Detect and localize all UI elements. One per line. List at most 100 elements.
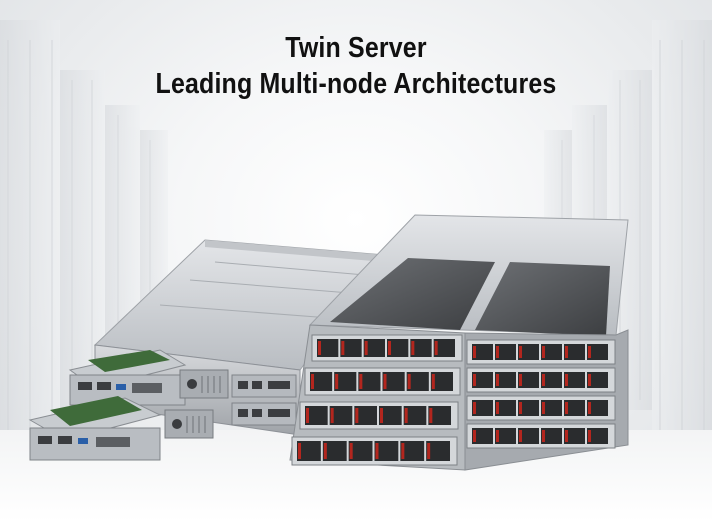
drive-bay <box>587 372 608 388</box>
drive-latch <box>496 402 499 414</box>
node-front <box>466 423 616 449</box>
drive-bay <box>495 400 516 416</box>
drive-bay <box>495 344 516 360</box>
drive-bay <box>518 344 539 360</box>
drive-bay <box>406 372 429 391</box>
drive-latch <box>542 374 545 386</box>
drive-bay <box>340 339 362 357</box>
drive-latch <box>375 443 379 459</box>
drive-latch <box>355 408 359 423</box>
server-racks-left <box>0 20 168 440</box>
drive-bay <box>495 372 516 388</box>
drive-bay <box>334 372 357 391</box>
drive-bay <box>305 406 328 425</box>
drive-latch <box>411 341 415 355</box>
drive-bay <box>587 344 608 360</box>
drive-bay <box>354 406 377 425</box>
drive-latch <box>298 443 301 459</box>
drive-bay <box>410 339 432 357</box>
drive-latch <box>519 402 522 414</box>
drive-bay <box>322 441 347 461</box>
drive-latch <box>496 346 499 358</box>
drive-bay <box>541 344 562 360</box>
drive-bay <box>382 372 405 391</box>
drive-bay <box>495 428 516 444</box>
drive-latch <box>542 430 545 442</box>
drive-bay <box>426 441 450 461</box>
drive-latch <box>407 374 411 389</box>
drive-latch <box>383 374 387 389</box>
drive-latch <box>330 408 334 423</box>
drive-bays <box>291 334 616 466</box>
drive-bay <box>329 406 353 425</box>
drive-bay <box>564 372 585 388</box>
drive-latch <box>359 374 363 389</box>
drive-latch <box>519 346 522 358</box>
drive-latch <box>364 341 368 355</box>
drive-latch <box>473 374 476 386</box>
drive-latch <box>306 408 309 423</box>
drive-bay <box>472 400 493 416</box>
drive-latch <box>496 430 499 442</box>
power-supply <box>179 369 229 399</box>
drive-bay <box>564 344 585 360</box>
drive-bay <box>363 339 385 357</box>
page-title: Twin Server Leading Multi-node Architect… <box>0 30 712 102</box>
drive-latch <box>565 430 568 442</box>
drive-bay <box>587 428 608 444</box>
drive-bay <box>472 344 493 360</box>
drive-bay <box>310 372 333 391</box>
node-front <box>291 436 458 466</box>
power-supply <box>164 409 214 439</box>
drive-latch <box>473 402 476 414</box>
drive-bay <box>564 400 585 416</box>
title-line-1: Twin Server <box>285 32 427 64</box>
drive-latch <box>404 408 408 423</box>
drive-latch <box>434 341 438 355</box>
drive-latch <box>473 346 476 358</box>
drive-latch <box>311 374 314 389</box>
drive-bay <box>472 372 493 388</box>
drive-latch <box>431 374 435 389</box>
node-front <box>311 334 463 362</box>
drive-bay <box>518 372 539 388</box>
title-line-2: Leading Multi-node Architectures <box>155 68 557 100</box>
drive-latch <box>588 430 591 442</box>
node-front <box>466 367 616 393</box>
drive-bay <box>348 441 373 461</box>
drive-bay <box>428 406 451 425</box>
drive-latch <box>565 374 568 386</box>
node-front <box>299 401 459 430</box>
drive-bay <box>541 428 562 444</box>
drive-bay <box>403 406 427 425</box>
drive-latch <box>542 402 545 414</box>
drive-bay <box>433 339 455 357</box>
drive-bay <box>387 339 409 357</box>
drive-latch <box>588 374 591 386</box>
drive-latch <box>380 408 383 423</box>
drive-latch <box>429 408 433 423</box>
drive-latch <box>341 341 345 355</box>
node-sled <box>28 396 162 461</box>
drive-latch <box>401 443 405 459</box>
drive-latch <box>473 430 476 442</box>
node-front <box>466 339 616 365</box>
drive-latch <box>335 374 339 389</box>
drive-bay <box>518 428 539 444</box>
drive-latch <box>427 443 431 459</box>
drive-bay <box>374 441 399 461</box>
drive-bay <box>587 400 608 416</box>
drive-bay <box>518 400 539 416</box>
node-front <box>304 367 461 396</box>
drive-latch <box>318 341 321 355</box>
drive-bay <box>297 441 321 461</box>
drive-latch <box>519 430 522 442</box>
drive-latch <box>496 374 499 386</box>
drive-bay <box>379 406 402 425</box>
drive-bay <box>317 339 339 357</box>
node-front <box>466 395 616 421</box>
drive-latch <box>565 346 568 358</box>
drive-latch <box>388 341 391 355</box>
